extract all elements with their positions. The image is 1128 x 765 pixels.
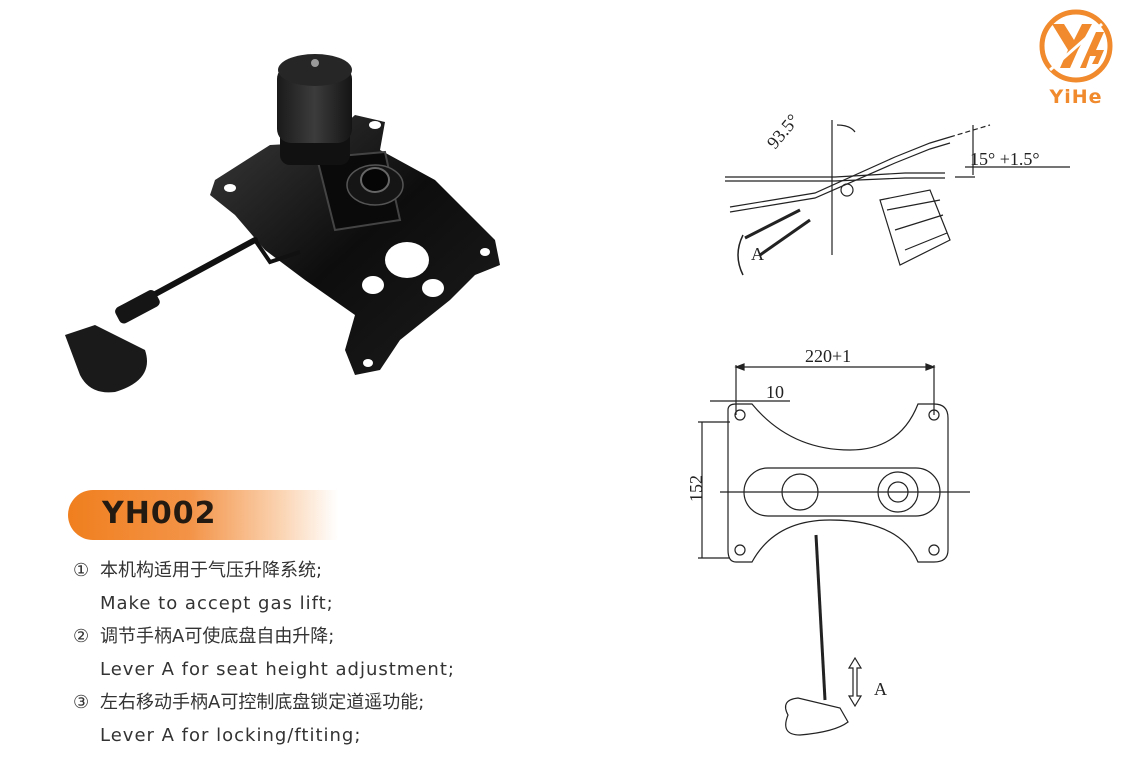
yihe-circle-logo-icon <box>1039 9 1113 83</box>
lever-a-label: A <box>751 244 764 264</box>
width-dimension-label: 220+1 <box>805 346 851 366</box>
angle-label: 93.5° <box>763 110 803 153</box>
feature-3-en: Lever A for locking/ftiting; <box>100 725 362 746</box>
hole-offset-label: 10 <box>766 382 784 402</box>
product-code-badge: YH002 <box>68 490 338 540</box>
feature-1-en: Make to accept gas lift; <box>100 593 334 614</box>
brand-name: YiHe <box>1049 86 1103 108</box>
top-view-drawing: 220+1 10 152 A <box>680 340 970 760</box>
height-dimension-label: 152 <box>686 475 706 502</box>
product-code: YH002 <box>102 496 217 531</box>
feature-2-en: Lever A for seat height adjustment; <box>100 659 455 680</box>
tilt-label: 15° +1.5° <box>970 149 1040 169</box>
lever-a-label-top: A <box>874 679 887 699</box>
product-photo <box>55 30 555 410</box>
side-view-drawing: A 93.5° 15° +1.5° <box>715 95 1095 285</box>
brand-logo: YiHe <box>1030 6 1122 108</box>
